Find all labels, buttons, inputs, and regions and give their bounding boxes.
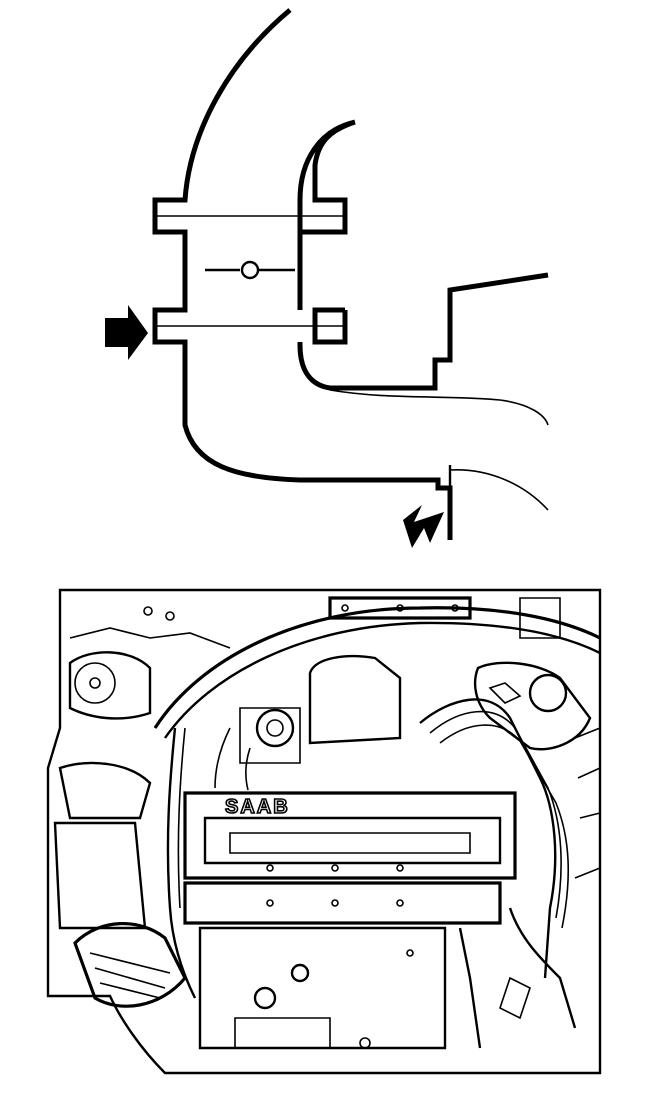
throttle-body bbox=[255, 708, 295, 748]
hose-connection-detail bbox=[105, 8, 549, 548]
wiring-harness-left bbox=[166, 727, 197, 999]
brake-fluid-reservoir bbox=[474, 661, 592, 751]
outer-hose-wall bbox=[152, 8, 453, 540]
air-intake-hose bbox=[73, 921, 187, 1008]
wiring-harness-right bbox=[419, 698, 557, 979]
air-filter-box bbox=[53, 821, 147, 930]
cam-cover bbox=[183, 791, 517, 880]
cylinder-head bbox=[183, 881, 502, 925]
lower-pulley bbox=[253, 986, 277, 1010]
engine-bay-drawing: SAAB bbox=[46, 588, 602, 1075]
outlet-pipe-lower-curve bbox=[449, 469, 549, 511]
inner-hose-lower bbox=[297, 232, 549, 391]
cam-cover-brand-logo: SAAB bbox=[225, 796, 290, 818]
cowl-panel bbox=[328, 596, 472, 620]
hose-lower-right bbox=[508, 907, 577, 1029]
strut-brace bbox=[153, 606, 601, 729]
outlet-pipe-upper-curve bbox=[329, 389, 549, 426]
left-strut-tower bbox=[68, 651, 152, 720]
engine-bay-outline bbox=[46, 588, 602, 1075]
clamp-screw-head bbox=[240, 260, 260, 280]
engine-bay-illustration: SAAB bbox=[0, 578, 672, 1096]
left-pointer-arrow-icon bbox=[105, 305, 148, 360]
intake-plenum bbox=[308, 654, 402, 745]
hose-connection-drawing bbox=[105, 8, 549, 548]
engine-block bbox=[198, 926, 447, 1050]
inner-hose-wall bbox=[297, 119, 356, 235]
lower-pointer-arrow-icon bbox=[403, 505, 444, 548]
